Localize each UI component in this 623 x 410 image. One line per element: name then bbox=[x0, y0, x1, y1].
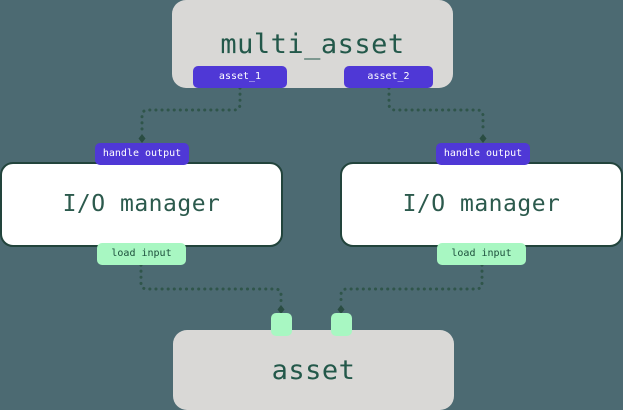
node-asset-label: asset bbox=[271, 354, 356, 386]
badge-handle-output-right-label: handle output bbox=[443, 148, 523, 159]
badge-load-input-right[interactable]: load input bbox=[437, 243, 526, 265]
node-io-manager-left-label: I/O manager bbox=[62, 191, 221, 217]
edge-left-io-to-asset-handle-1 bbox=[139, 263, 283, 303]
asset-input-handle-1[interactable] bbox=[271, 313, 292, 336]
badge-asset-1-label: asset_1 bbox=[218, 71, 262, 82]
arrowhead-asset-2-to-right-io bbox=[479, 134, 487, 143]
badge-handle-output-left-label: handle output bbox=[102, 148, 182, 159]
node-io-manager-left[interactable]: I/O manager bbox=[0, 162, 283, 247]
edge-asset-1-to-left-io bbox=[140, 86, 242, 132]
arrowhead-asset-1-to-left-io bbox=[138, 134, 146, 143]
badge-asset-1[interactable]: asset_1 bbox=[193, 66, 287, 88]
badge-handle-output-right[interactable]: handle output bbox=[436, 143, 530, 165]
badge-load-input-left[interactable]: load input bbox=[97, 243, 186, 265]
node-asset[interactable]: asset bbox=[173, 330, 454, 410]
badge-load-input-left-label: load input bbox=[111, 248, 172, 259]
badge-handle-output-left[interactable]: handle output bbox=[95, 143, 189, 165]
edge-asset-2-to-right-io bbox=[387, 86, 485, 132]
asset-input-handle-2[interactable] bbox=[331, 313, 352, 336]
badge-load-input-right-label: load input bbox=[451, 248, 512, 259]
badge-asset-2[interactable]: asset_2 bbox=[344, 66, 433, 88]
node-multi-asset-label: multi_asset bbox=[220, 28, 405, 60]
node-io-manager-right-label: I/O manager bbox=[402, 191, 561, 217]
node-io-manager-right[interactable]: I/O manager bbox=[340, 162, 623, 247]
edge-right-io-to-asset-handle-2 bbox=[339, 263, 484, 303]
badge-asset-2-label: asset_2 bbox=[367, 71, 410, 82]
